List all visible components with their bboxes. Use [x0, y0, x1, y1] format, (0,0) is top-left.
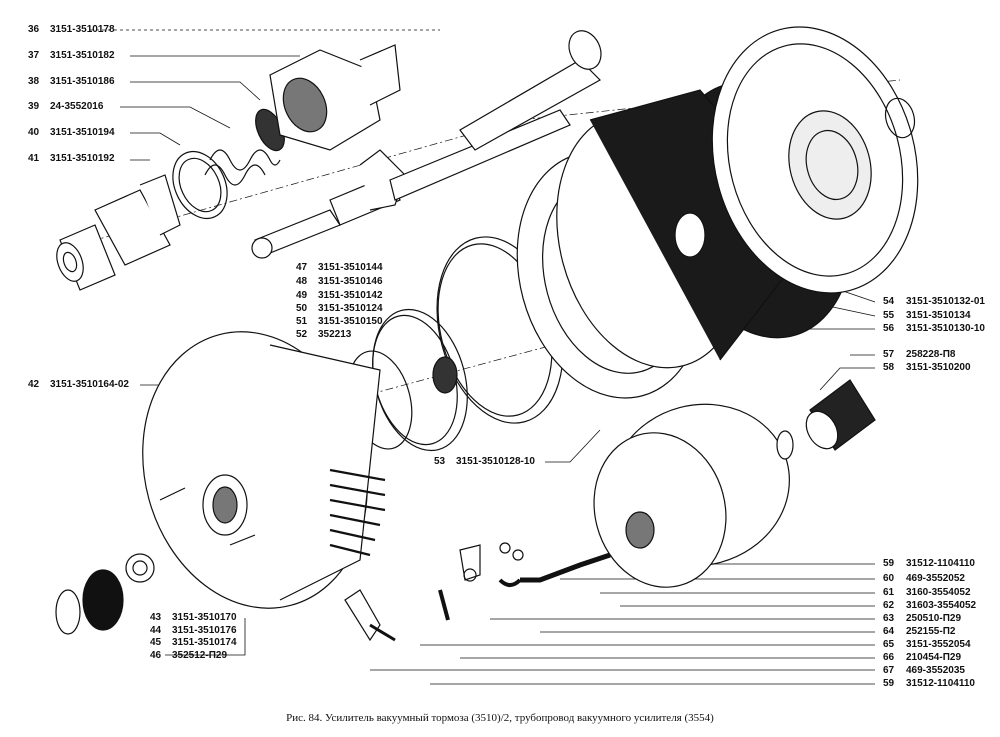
callout-number: 64	[883, 626, 895, 637]
part-code: 210454-П29	[906, 652, 962, 663]
callout-number: 63	[883, 613, 895, 624]
part-code: 352213	[318, 329, 352, 340]
callout-number: 54	[883, 296, 895, 307]
check-valve-fitting	[344, 589, 396, 642]
part-code: 3151-3510170	[172, 612, 237, 623]
callout-number: 59	[883, 558, 895, 569]
part-code: 3151-3510164-02	[50, 379, 129, 390]
callout-number: 44	[150, 625, 162, 636]
callout-number: 42	[28, 379, 40, 390]
callout-number: 38	[28, 76, 40, 87]
callout-number: 60	[883, 573, 895, 584]
part-code: 469-3552052	[906, 573, 965, 584]
callout-number: 39	[28, 101, 40, 112]
hex-nut-37	[269, 44, 401, 151]
callout-number: 48	[296, 276, 308, 287]
callout-number: 66	[883, 652, 895, 663]
callout-number: 51	[296, 316, 308, 327]
part-code: 3151-3510132-01	[906, 296, 985, 307]
part-code: 3151-3510124	[318, 303, 383, 314]
part-code: 3151-3510186	[50, 76, 115, 87]
filter-cap-58	[776, 379, 876, 460]
leader-54	[839, 289, 876, 303]
callout-number: 56	[883, 323, 895, 334]
part-code: 3160-3554052	[906, 587, 971, 598]
flange-54	[711, 26, 919, 294]
part-code: 258228-П8	[906, 349, 956, 360]
part-code: 3151-3510194	[50, 127, 115, 138]
part-code: 3151-3552054	[906, 639, 971, 650]
part-code: 3151-3510178	[50, 24, 115, 35]
part-code: 3151-3510176	[172, 625, 237, 636]
part-code: 24-3552016	[50, 101, 104, 112]
o-ring-55	[884, 97, 916, 139]
callout-number: 65	[883, 639, 895, 650]
callout-number: 59	[883, 678, 895, 689]
leader-58	[819, 367, 875, 391]
leader-53	[545, 429, 601, 463]
part-code: 31512-1104110	[906, 558, 975, 569]
callout-number: 40	[28, 127, 40, 138]
callout-number: 52	[296, 329, 308, 340]
part-code: 3151-3510142	[318, 290, 383, 301]
callout-number: 62	[883, 600, 895, 611]
callout-number: 57	[883, 349, 895, 360]
callout-number: 53	[434, 456, 446, 467]
part-code: 3151-3510130-10	[906, 323, 985, 334]
callout-number: 46	[150, 650, 162, 661]
part-code: 250510-П29	[906, 613, 962, 624]
part-code: 3151-3510200	[906, 362, 971, 373]
washer-40	[172, 150, 228, 220]
leader-39	[120, 106, 231, 129]
leader-38	[130, 81, 261, 101]
part-code: 252155-П2	[906, 626, 956, 637]
callout-number: 67	[883, 665, 895, 676]
figure-caption: Рис. 84. Усилитель вакуумный тормоза (35…	[286, 712, 714, 724]
spring-39	[204, 149, 281, 186]
callout-number: 43	[150, 612, 162, 623]
part-code: 3151-3510182	[50, 50, 115, 61]
part-code: 352512-П29	[172, 650, 228, 661]
nut-44	[82, 569, 124, 631]
part-code: 3151-3510174	[172, 637, 237, 648]
assembled-booster	[593, 403, 790, 588]
callout-number: 50	[296, 303, 308, 314]
nut-52	[432, 356, 458, 394]
part-code: 31512-1104110	[906, 678, 975, 689]
leader-43-46	[165, 618, 246, 656]
leader-40	[130, 132, 181, 146]
part-code: 3151-3510192	[50, 153, 115, 164]
nipple-fitting	[56, 174, 181, 291]
callout-number: 41	[28, 153, 40, 164]
callout-number: 45	[150, 637, 162, 648]
callout-number: 47	[296, 262, 308, 273]
callout-number: 37	[28, 50, 40, 61]
washer-43	[125, 553, 155, 583]
rear-cover-42	[142, 331, 386, 609]
washer-46	[55, 589, 81, 635]
part-code: 3151-3510144	[318, 262, 383, 273]
vacuum-pipe	[438, 542, 611, 621]
push-rod	[251, 30, 602, 259]
callout-number: 58	[883, 362, 895, 373]
callout-number: 49	[296, 290, 308, 301]
part-code: 3151-3510146	[318, 276, 383, 287]
part-code: 469-3552035	[906, 665, 965, 676]
part-code: 3151-3510128-10	[456, 456, 535, 467]
callout-number: 55	[883, 310, 895, 321]
callout-number: 61	[883, 587, 895, 598]
part-code: 3151-3510134	[906, 310, 971, 321]
part-code: 31603-3554052	[906, 600, 977, 611]
part-code: 3151-3510150	[318, 316, 383, 327]
callout-number: 36	[28, 24, 40, 35]
